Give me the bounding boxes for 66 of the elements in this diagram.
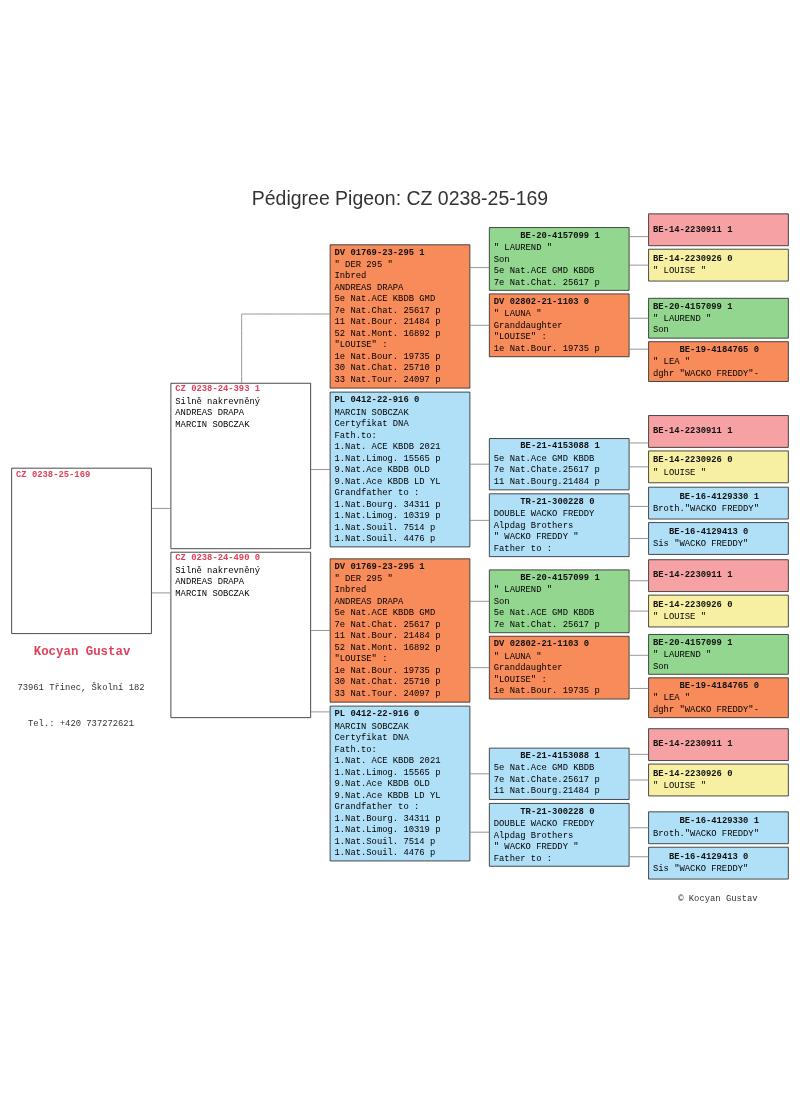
connector bbox=[628, 654, 649, 656]
connector bbox=[469, 463, 490, 465]
node-box: CZ 0238-24-393 1 Silně nakrevněný ANDREAS DRAPA MARCIN SOBCZAK bbox=[170, 382, 312, 550]
connector bbox=[628, 688, 649, 689]
connector bbox=[628, 753, 649, 755]
connector bbox=[628, 264, 649, 266]
connector bbox=[628, 610, 649, 612]
node-box: DV 02802-21-1103 0 " LAUNA " Granddaughter "LOUISE" : 1e Nat.Bour. 19735 p bbox=[488, 635, 630, 700]
node-box: DV 02802-21-1103 0 " LAUNA " Granddaughter "LOUISE" : 1e Nat.Bour. 19735 p bbox=[488, 293, 630, 358]
connector bbox=[469, 600, 490, 602]
node-box: BE-20-4157099 1 " LAUREND " Son bbox=[648, 297, 789, 339]
node-box: BE-21-4153088 1 5e Nat.Ace GMD KBDB 7e Nat.Chate.25617 p 11 Nat.Bourg.21484 p bbox=[488, 747, 630, 800]
node-box: BE-16-4129413 0 Sis "WACKO FREDDY" bbox=[648, 846, 789, 880]
node-box: BE-21-4153088 1 5e Nat.Ace GMD KBDB 7e Nat.Chate.25617 p 11 Nat.Bourg.21484 p bbox=[488, 438, 630, 491]
label: 73961 Třinec, Školní 182 bbox=[17, 683, 145, 694]
connector bbox=[628, 856, 649, 858]
node-box: BE-14-2230926 0 " LOUISE " bbox=[648, 248, 789, 282]
connector bbox=[628, 466, 649, 468]
connector bbox=[628, 442, 649, 444]
connector bbox=[628, 538, 649, 539]
diagram-title: Pédigree Pigeon: CZ 0238-25-169 bbox=[251, 186, 549, 209]
node-box: DV 01769-23-295 1 " DER 295 " Inbred ANDREAS DRAPA 5e Nat.ACE KBDB GMD 7e Nat.Chat. 25617 p 11 Nat.Bour. 21484 p 52 Nat.Mont. 16892 p "LOUISE" : 1e Nat.Bour. 19735 p 30 Nat.Chat. 25710 p 33 Nat.Tour. 24097 p bbox=[329, 558, 471, 703]
node-box: PL 0412-22-916 0 MARCIN SOBCZAK Certyfikat DNA Fath.to: 1.Nat. ACE KBDB 2021 1.Nat.Limog. 15565 p 9.Nat.Ace KBDB OLD 9.Nat.Ace KBDB LD YL Grandfather to : 1.Nat.Bourg. 34311 p 1.Nat.Limog. 10319 p 1.Nat.Souil. 7514 p 1.Nat.Souil. 4476 p bbox=[329, 705, 471, 862]
node-box: BE-19-4184765 0 " LEA " dghr "WACKO FREDDY"- bbox=[648, 341, 789, 382]
node-box: BE-14-2230926 0 " LOUISE " bbox=[648, 450, 789, 484]
connector bbox=[628, 580, 649, 582]
node-box: DV 01769-23-295 1 " DER 295 " Inbred ANDREAS DRAPA 5e Nat.ACE KBDB GMD 7e Nat.Chat. 25617 p 11 Nat.Bour. 21484 p 52 Nat.Mont. 16892 p "LOUISE" : 1e Nat.Bour. 19735 p 30 Nat.Chat. 25710 p 33 Nat.Tour. 24097 p bbox=[329, 244, 471, 389]
node-box: CZ 0238-24-490 0 Silně nakrevněný ANDREAS DRAPA MARCIN SOBCZAK bbox=[170, 551, 312, 719]
node-box: BE-20-4157099 1 " LAUREND " Son 5e Nat.ACE GMD KBDB 7e Nat.Chat. 25617 p bbox=[488, 569, 630, 634]
node-box: BE-14-2230911 1 bbox=[648, 415, 789, 448]
connector bbox=[151, 508, 172, 509]
node-box: BE-14-2230911 1 bbox=[648, 213, 789, 247]
connector bbox=[628, 236, 649, 238]
node-box: BE-14-2230911 1 bbox=[648, 559, 789, 593]
connector bbox=[310, 711, 331, 713]
connector bbox=[151, 592, 172, 594]
node-box: BE-16-4129330 1 Broth."WACKO FREDDY" bbox=[648, 486, 789, 520]
connector bbox=[628, 348, 649, 350]
node-box: BE-14-2230911 1 bbox=[648, 728, 789, 761]
connector bbox=[469, 519, 490, 521]
connector bbox=[628, 317, 649, 319]
label: © Kocyan Gustav bbox=[678, 893, 758, 904]
connector bbox=[241, 313, 331, 384]
node-box: BE-14-2230926 0 " LOUISE " bbox=[648, 594, 789, 628]
connector bbox=[469, 324, 490, 326]
connector bbox=[469, 267, 490, 269]
node-box: TR-21-300228 0 DOUBLE WACKO FREDDY Alpdag Brothers " WACKO FREDDY " Father to : bbox=[488, 493, 630, 558]
connector bbox=[628, 779, 649, 781]
node-box: PL 0412-22-916 0 MARCIN SOBCZAK Certyfikat DNA Fath.to: 1.Nat. ACE KBDB 2021 1.Nat.Limog. 15565 p 9.Nat.Ace KBDB OLD 9.Nat.Ace KBDB LD YL Grandfather to : 1.Nat.Bourg. 34311 p 1.Nat.Limog. 10319 p 1.Nat.Souil. 7514 p 1.Nat.Souil. 4476 p bbox=[329, 391, 471, 548]
node-box: BE-20-4157099 1 " LAUREND " Son bbox=[648, 634, 789, 675]
label: Tel.: +420 737272621 bbox=[28, 718, 134, 729]
node-box: CZ 0238-25-169 bbox=[11, 467, 152, 635]
node-box: TR-21-300228 0 DOUBLE WACKO FREDDY Alpdag Brothers " WACKO FREDDY " Father to : bbox=[488, 803, 630, 867]
node-box: BE-16-4129330 1 Broth."WACKO FREDDY" bbox=[648, 811, 789, 845]
node-box: BE-14-2230926 0 " LOUISE " bbox=[648, 763, 789, 797]
node-box: BE-16-4129413 0 Sis "WACKO FREDDY" bbox=[648, 522, 789, 555]
connector bbox=[310, 469, 331, 470]
connector bbox=[628, 506, 649, 507]
connector bbox=[469, 831, 490, 833]
connector bbox=[628, 827, 649, 829]
label: Kocyan Gustav bbox=[33, 645, 131, 659]
node-box: BE-19-4184765 0 " LEA " dghr "WACKO FREDDY"- bbox=[648, 677, 789, 719]
node-box: BE-20-4157099 1 " LAUREND " Son 5e Nat.ACE GMD KBDB 7e Nat.Chat. 25617 p bbox=[488, 227, 630, 291]
connector bbox=[469, 773, 490, 775]
connector bbox=[469, 667, 490, 669]
connector bbox=[310, 630, 331, 631]
